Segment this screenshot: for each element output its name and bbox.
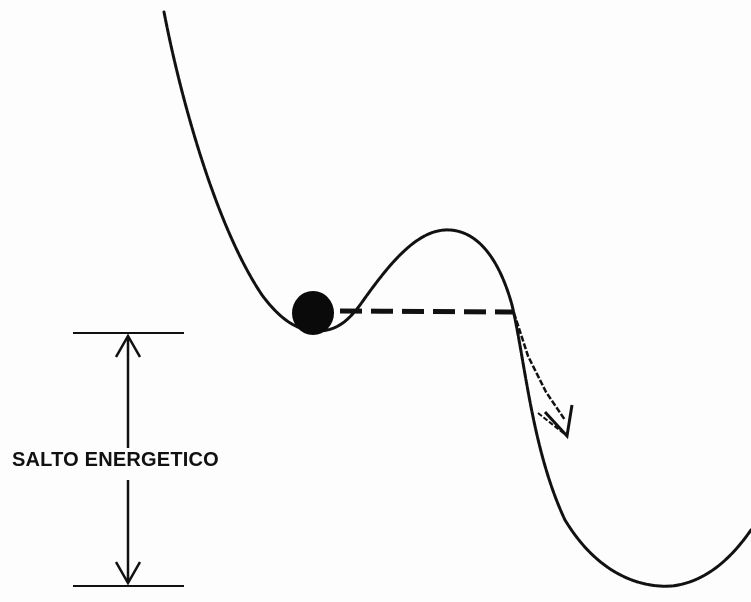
escape-arrow: [512, 312, 574, 440]
energy-gap-arrow: [114, 333, 142, 586]
potential-energy-curve: [162, 10, 751, 588]
particle-ball: [292, 291, 334, 335]
energy-gap-label: SALTO ENERGETICO: [10, 449, 221, 472]
tunneling-dashed-path: [339, 308, 514, 315]
